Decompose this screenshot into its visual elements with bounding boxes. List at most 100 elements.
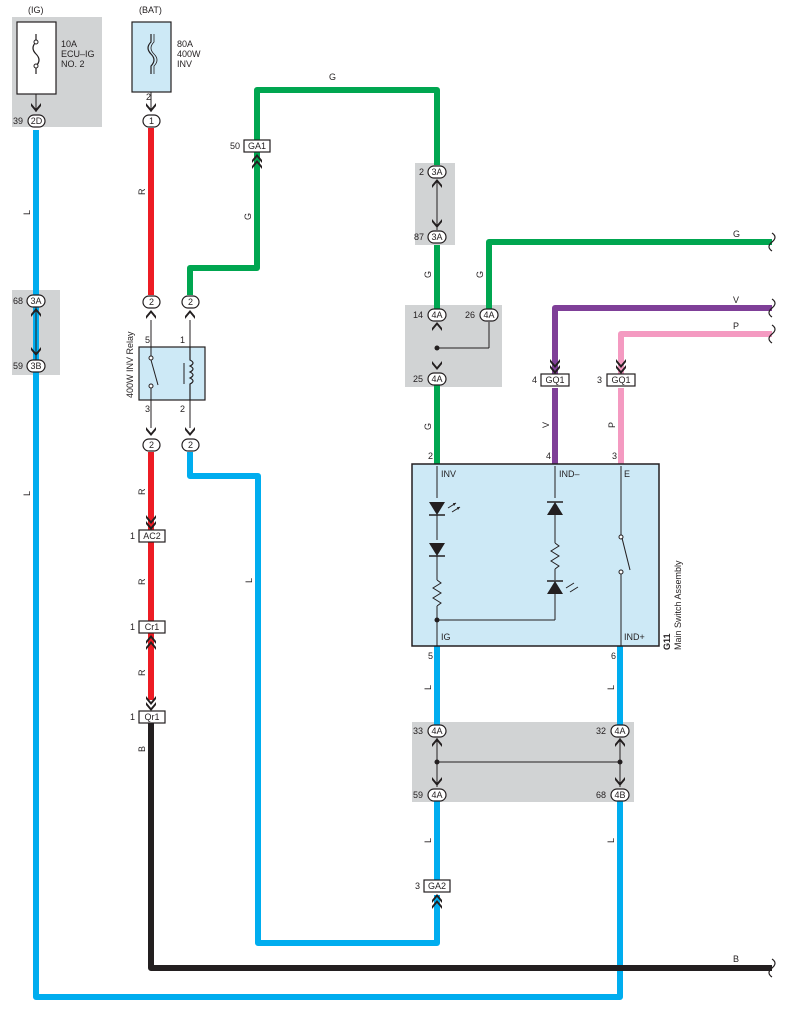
wire-label-g-branch: G [475, 271, 485, 278]
ig-fuse-line-3: NO. 2 [61, 59, 85, 69]
svg-text:4A: 4A [431, 374, 442, 384]
svg-text:33: 33 [413, 726, 423, 736]
svg-text:2: 2 [419, 167, 424, 177]
svg-text:87: 87 [414, 232, 424, 242]
svg-text:4A: 4A [483, 310, 494, 320]
svg-text:3A: 3A [30, 296, 41, 306]
wire-g-branch [486, 239, 772, 310]
svg-text:4A: 4A [614, 726, 625, 736]
wire-label-r-2: R [137, 488, 147, 495]
connector-relay-3: 2 3 [142, 404, 161, 452]
connector-bat-1: 1 2 [142, 92, 161, 128]
svg-text:3: 3 [415, 881, 420, 891]
wire-label-g-mid: G [423, 271, 433, 278]
svg-text:68: 68 [596, 790, 606, 800]
wire-label-l-ig2: L [423, 838, 433, 843]
terminal-ig: IG [441, 632, 451, 642]
wire-label-l-1: L [22, 210, 32, 215]
wire-label-b-right: B [733, 954, 739, 964]
wire-label-p: P [607, 422, 617, 428]
terminal-e: E [624, 469, 630, 479]
wire-label-v: V [541, 422, 551, 428]
svg-text:1: 1 [130, 712, 135, 722]
svg-text:4: 4 [532, 375, 537, 385]
wire-label-r-3: R [137, 578, 147, 585]
relay-name: 400W INV Relay [125, 331, 135, 398]
svg-text:AC2: AC2 [143, 531, 161, 541]
wire-end-g [768, 232, 776, 252]
svg-text:Cr1: Cr1 [145, 622, 160, 632]
pin-ind-plus: 6 [611, 651, 616, 661]
connector-cr1: Cr1 1 [130, 620, 166, 650]
svg-text:39: 39 [13, 116, 23, 126]
pin-ig: 5 [428, 651, 433, 661]
svg-text:3: 3 [597, 375, 602, 385]
svg-text:3A: 3A [431, 167, 442, 177]
junction-dot-lower-l [434, 759, 440, 765]
svg-text:2: 2 [146, 92, 151, 102]
connector-4a-32: 4A 32 [596, 724, 630, 747]
wire-label-l-relay: L [244, 578, 254, 583]
main-switch-name: Main Switch Assembly [673, 560, 683, 650]
svg-text:GA2: GA2 [428, 881, 446, 891]
connector-relay-2: 2 2 [180, 404, 200, 452]
wire-label-r-4: R [137, 669, 147, 676]
pin-e: 3 [612, 451, 617, 461]
svg-text:3A: 3A [431, 232, 442, 242]
pin-inv: 2 [428, 451, 433, 461]
wire-label-g-top: G [329, 72, 336, 82]
svg-text:50: 50 [230, 141, 240, 151]
connector-3b-left: 3B 59 [13, 347, 46, 373]
wire-label-g-relay: G [243, 213, 253, 220]
svg-text:Qr1: Qr1 [144, 712, 159, 722]
bat-fuse-line-2: 400W [177, 49, 201, 59]
wire-b [148, 722, 772, 971]
wire-end-v [768, 298, 776, 318]
svg-text:26: 26 [465, 310, 475, 320]
svg-text:59: 59 [413, 790, 423, 800]
ig-fuse-line-1: 10A [61, 39, 77, 49]
pin-ind-minus: 4 [546, 451, 551, 461]
main-switch-assembly [411, 463, 660, 647]
svg-text:4A: 4A [431, 790, 442, 800]
svg-text:14: 14 [413, 310, 423, 320]
bat-fuse-line-1: 80A [177, 39, 193, 49]
svg-text:GQ1: GQ1 [545, 375, 564, 385]
wire-label-l-ig1: L [423, 685, 433, 690]
svg-text:59: 59 [13, 361, 23, 371]
ig-fuse-line-2: ECU–IG [61, 49, 95, 59]
junction-dot-4a [434, 345, 440, 351]
wire-label-p-right: P [733, 321, 739, 331]
svg-text:68: 68 [13, 296, 23, 306]
connector-3a-top: 3A 2 [419, 165, 447, 188]
ig-source-label: (IG) [28, 5, 44, 15]
svg-text:2: 2 [149, 440, 154, 450]
inv-relay [138, 320, 206, 428]
svg-text:1: 1 [130, 531, 135, 541]
wire-label-l-ind2: L [606, 838, 616, 843]
connector-relay-5: 2 5 [142, 295, 161, 345]
svg-text:2: 2 [149, 297, 154, 307]
connector-ga2: GA2 3 [415, 879, 451, 909]
bat-fuse-line-3: INV [177, 59, 192, 69]
svg-text:GA1: GA1 [248, 141, 266, 151]
connector-qr1: Qr1 1 [130, 696, 166, 724]
svg-text:2: 2 [188, 440, 193, 450]
junction-dot-lower-r [617, 759, 623, 765]
svg-text:1: 1 [130, 622, 135, 632]
wire-label-r-1: R [137, 188, 147, 195]
connector-4a-26: 4A 26 [465, 308, 499, 322]
fuse-bat [131, 21, 172, 112]
connector-4b-68: 4B 68 [596, 777, 630, 802]
wire-label-l-ind1: L [606, 685, 616, 690]
terminal-inv: INV [441, 469, 456, 479]
connector-4a-33: 4A 33 [413, 724, 447, 747]
svg-text:32: 32 [596, 726, 606, 736]
svg-text:4A: 4A [431, 726, 442, 736]
svg-text:2: 2 [180, 404, 185, 414]
wire-p [618, 331, 772, 466]
wire-label-v-right: V [733, 295, 739, 305]
connector-ga1: GA1 50 [230, 139, 271, 169]
connector-2d: 2D 39 [13, 103, 46, 128]
terminal-ind-plus: IND+ [624, 632, 645, 642]
